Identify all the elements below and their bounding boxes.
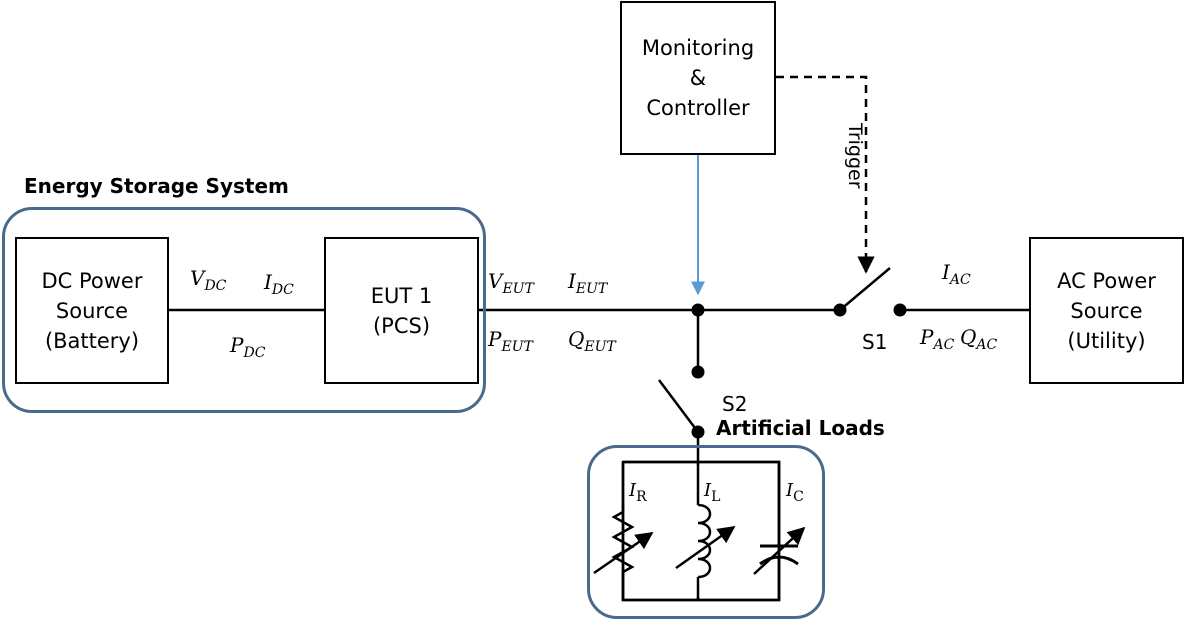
p-ac-label: PAC [920,325,955,353]
eut-line-2: (PCS) [372,313,431,338]
inductor-variable-arrow [675,525,736,570]
monitor-line-2: & [689,66,707,90]
switch-s1-label: S1 [862,330,888,354]
load-circuit-panel [593,460,806,602]
loads-group-title: Artificial Loads [716,416,885,440]
switch-s1-blade [839,267,891,311]
resistor-symbol [611,505,635,600]
q-ac-label: QAC [960,325,998,353]
ess-group-title: Energy Storage System [24,174,289,198]
switch-s2-top-contact [691,365,705,379]
v-eut-label: VEUT [488,269,534,297]
monitoring-controller-block: Monitoring & Controller [620,1,776,155]
dc-source-line-2: Source [55,298,129,323]
i-r-label: IR [629,480,647,505]
i-l-label: IL [704,480,721,505]
eut-pcs-block: EUT 1 (PCS) [324,237,479,384]
ac-source-line-2: Source [1070,298,1143,323]
capacitor-variable-arrow [753,526,806,575]
dc-power-source-block: DC Power Source (Battery) [15,237,169,384]
loads-group-outline [587,445,825,619]
dc-source-line-1: DC Power [41,268,143,293]
i-dc-label: IDC [264,270,294,298]
switch-s1-left-contact [833,303,847,317]
inductor-symbol [697,503,712,579]
eut-line-1: EUT 1 [370,283,433,308]
q-eut-label: QEUT [568,327,616,355]
monitor-line-3: Controller [646,96,750,120]
p-eut-label: PEUT [488,327,533,355]
switch-s2-label: S2 [722,392,748,416]
monitor-line-1: Monitoring [641,36,755,60]
ac-power-source-block: AC Power Source (Utility) [1029,237,1184,384]
dc-source-line-3: (Battery) [44,328,140,353]
i-c-label: IC [786,480,804,505]
i-eut-label: IEUT [568,269,608,297]
ess-group-outline [2,207,486,413]
i-ac-label: IAC [942,260,971,288]
switch-s1-right-contact [893,303,907,317]
p-dc-label: PDC [230,333,266,361]
resistor-variable-arrow [593,531,654,575]
v-dc-label: VDC [190,266,227,294]
ac-source-line-1: AC Power [1057,268,1156,293]
switch-s2-blade [658,379,699,433]
trigger-label: Trigger [844,123,866,189]
ac-source-line-3: (Utility) [1067,328,1146,353]
trigger-dashed-line [776,75,875,274]
